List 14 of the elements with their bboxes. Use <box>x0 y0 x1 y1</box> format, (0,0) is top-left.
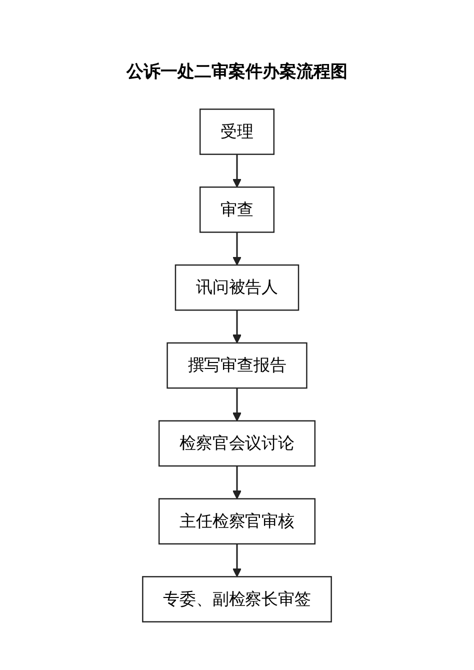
node-box: 讯问被告人 <box>174 264 300 311</box>
arrow <box>232 466 242 500</box>
node-box: 检察官会议讨论 <box>158 420 316 467</box>
arrow <box>232 310 242 344</box>
arrow <box>232 388 242 422</box>
node-box: 撰写审查报告 <box>166 342 308 389</box>
arrow <box>232 154 242 188</box>
arrow <box>232 544 242 578</box>
node-box: 专委、副检察长审签 <box>142 576 332 622</box>
diagram-title: 公诉一处二审案件办案流程图 <box>126 61 348 83</box>
node-box: 主任检察官审核 <box>158 498 316 544</box>
node-box: 审查 <box>199 186 275 233</box>
node-box: 受理 <box>199 108 275 155</box>
arrow <box>232 232 242 266</box>
